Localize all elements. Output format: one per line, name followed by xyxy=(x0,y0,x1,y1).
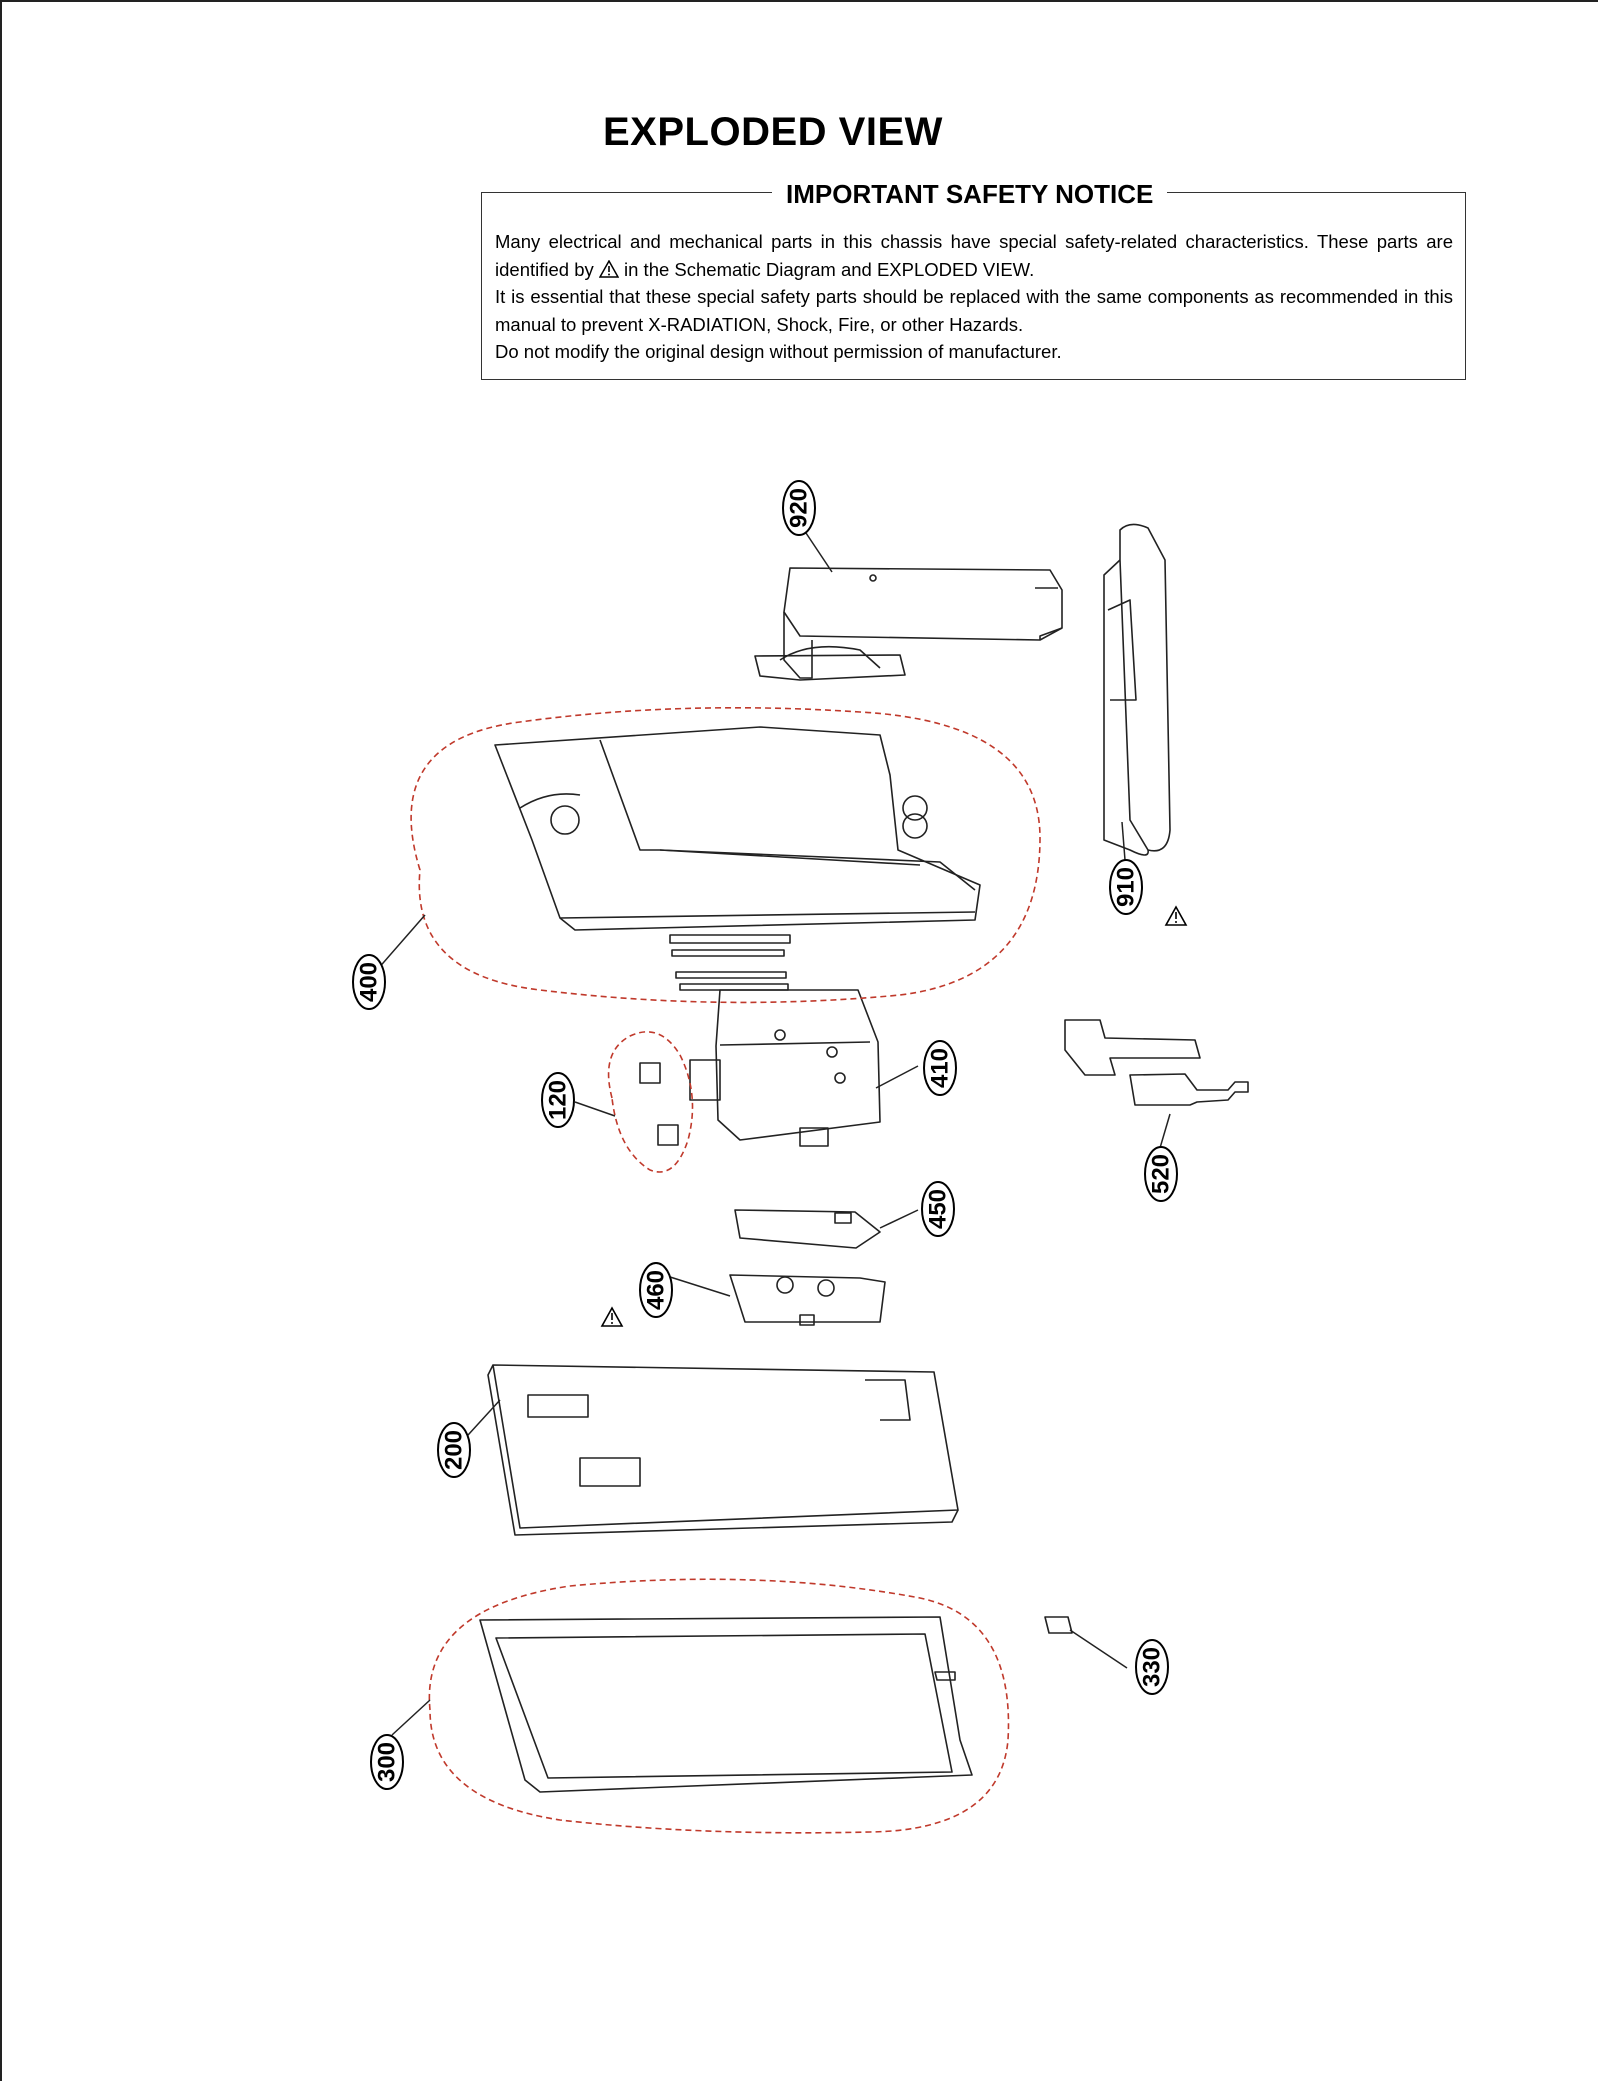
callout-300: 300 xyxy=(370,1734,404,1790)
callout-330: 330 xyxy=(1135,1639,1169,1695)
callout-120: 120 xyxy=(541,1072,575,1128)
outline-300 xyxy=(428,1578,1010,1834)
leader-410 xyxy=(875,1065,919,1089)
outline-400 xyxy=(410,706,1041,1004)
leader-120 xyxy=(574,1101,616,1117)
cable-part xyxy=(1064,1019,1249,1106)
safety-notice-line-3: Do not modify the original design withou… xyxy=(495,341,1062,362)
part-number-300: 300 xyxy=(374,1742,401,1782)
part-number-200: 200 xyxy=(441,1430,468,1470)
callout-910: 910 xyxy=(1109,859,1143,915)
shield-case-part xyxy=(689,989,881,1147)
part-number-520: 520 xyxy=(1148,1154,1175,1194)
callout-920: 920 xyxy=(782,480,816,536)
part-number-410: 410 xyxy=(927,1048,954,1088)
power-board-part xyxy=(729,1274,886,1326)
callout-410: 410 xyxy=(923,1040,957,1096)
safety-notice-paragraph-1: Many electrical and mechanical parts in … xyxy=(495,228,1453,283)
page-title: EXPLODED VIEW xyxy=(603,110,943,154)
callout-520: 520 xyxy=(1144,1146,1178,1202)
part-number-920: 920 xyxy=(786,488,813,528)
outline-120 xyxy=(607,1031,694,1173)
leader-520 xyxy=(1159,1113,1171,1149)
part-number-400: 400 xyxy=(356,962,383,1002)
lcd-panel-part xyxy=(487,1364,959,1536)
stand-neck-part xyxy=(754,567,1063,681)
callout-400: 400 xyxy=(352,954,386,1010)
part-number-450: 450 xyxy=(925,1189,952,1229)
leader-460 xyxy=(666,1275,731,1297)
part-number-120: 120 xyxy=(545,1080,572,1120)
safety-notice-text: Many electrical and mechanical parts in … xyxy=(495,228,1453,366)
safety-notice-line-2: It is essential that these special safet… xyxy=(495,286,1453,335)
leader-330 xyxy=(1069,1629,1128,1669)
warning-triangle-icon xyxy=(1164,905,1188,926)
front-bezel-part xyxy=(479,1616,973,1793)
warning-triangle-icon xyxy=(598,259,619,278)
callout-450: 450 xyxy=(921,1181,955,1237)
callout-460: 460 xyxy=(639,1262,673,1318)
leader-300 xyxy=(391,1699,431,1736)
safety-notice-heading: IMPORTANT SAFETY NOTICE xyxy=(772,179,1168,210)
stand-base-part xyxy=(1103,523,1171,856)
safety-notice-line-1a: Many electrical and mechanical parts in … xyxy=(495,231,1453,280)
callout-200: 200 xyxy=(437,1422,471,1478)
leader-920 xyxy=(805,532,833,573)
safety-notice-line-1b: in the Schematic Diagram and EXPLODED VI… xyxy=(624,258,1035,280)
warning-triangle-icon xyxy=(600,1306,624,1327)
main-board-part xyxy=(734,1209,881,1249)
part-number-910: 910 xyxy=(1113,867,1140,907)
power-key-part xyxy=(1044,1616,1073,1634)
leader-450 xyxy=(879,1209,919,1229)
back-cover-part xyxy=(494,726,981,991)
leader-910 xyxy=(1121,821,1126,861)
part-number-460: 460 xyxy=(643,1270,670,1310)
part-number-330: 330 xyxy=(1139,1647,1166,1687)
bracket-part xyxy=(639,1062,679,1146)
